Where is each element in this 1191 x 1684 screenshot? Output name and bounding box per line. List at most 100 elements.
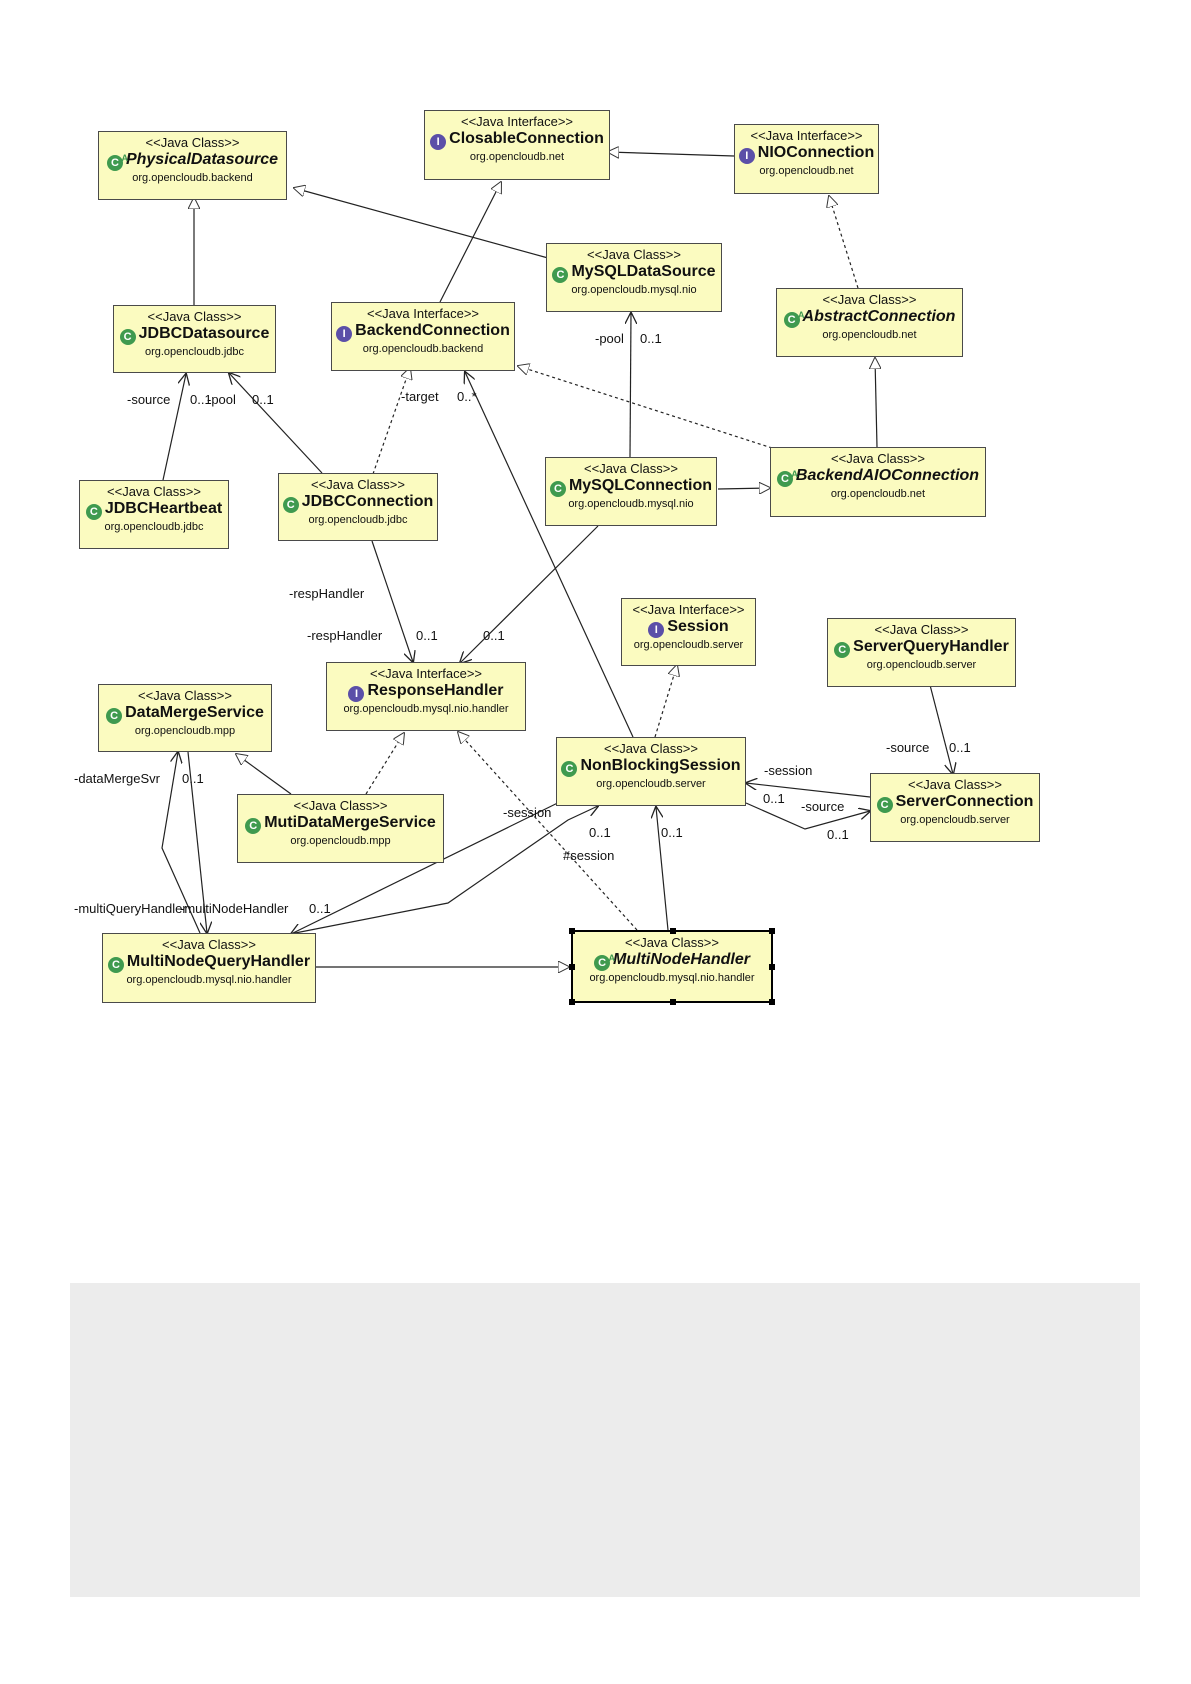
edge-jdbcconnection-backendconnection <box>372 368 410 475</box>
role-label-multiqueryhandler: -multiQueryHandler <box>74 901 187 916</box>
edge-backendaio-backendconnection <box>518 366 773 449</box>
package-label: org.opencloudb.mysql.nio <box>571 284 697 296</box>
edge-nioconnection-closableconnection <box>608 152 735 156</box>
package-label: org.opencloudb.jdbc <box>308 514 408 526</box>
relationship-lines <box>161 0 1191 1050</box>
selection-handle[interactable] <box>769 999 775 1005</box>
interface-icon: I <box>738 148 755 164</box>
edge-abstractconnection-nioconnection <box>829 196 859 289</box>
multiplicity-label: 0..1 <box>661 825 683 840</box>
stereotype-label: <<Java Interface>> <box>369 666 483 681</box>
interface-icon: I <box>336 326 353 342</box>
stereotype-label: <<Java Class>> <box>874 622 969 637</box>
stereotype-label: <<Java Interface>> <box>366 306 480 321</box>
class-name: NonBlockingSession <box>580 757 741 774</box>
edge-backendconnection-closableconnection <box>439 182 501 303</box>
selection-handle[interactable] <box>569 928 575 934</box>
edge-mysqlconnection-mysqldatasource <box>630 313 631 458</box>
class-name: BackendAIOConnection <box>795 467 980 484</box>
stereotype-label: <<Java Class>> <box>822 292 917 307</box>
role-label-hash-session: #session <box>563 848 615 863</box>
stereotype-label: <<Java Class>> <box>587 247 681 262</box>
stereotype-label: <<Java Class>> <box>625 935 719 950</box>
stereotype-label: <<Java Class>> <box>831 451 925 466</box>
class-name: MultiNodeHandler <box>613 951 750 968</box>
package-label: org.opencloudb.server <box>596 778 706 790</box>
multiplicity-label: 0..1 <box>589 825 611 840</box>
multiplicity-label: 0..1 <box>190 392 212 407</box>
package-label: org.opencloudb.mpp <box>134 725 236 737</box>
selection-handle[interactable] <box>769 928 775 934</box>
stereotype-label: <<Java Interface>> <box>750 128 863 143</box>
package-label: org.opencloudb.server <box>633 639 744 651</box>
edge-jdbcconnection-responsehandler <box>371 540 413 662</box>
class-icon: C <box>282 497 299 513</box>
role-label-pool: -pool <box>207 392 236 407</box>
stereotype-label: <<Java Class>> <box>604 741 698 756</box>
role-label-source: -source <box>801 799 845 814</box>
interface-icon: I <box>348 686 365 702</box>
package-label: org.opencloudb.net <box>469 151 565 163</box>
multiplicity-label: 0..1 <box>182 771 204 786</box>
selection-handle[interactable] <box>769 964 775 970</box>
edge-jdbcconnection-jdbcdatasource <box>229 373 323 474</box>
interface-name: Session <box>667 618 729 635</box>
class-name: MySQLConnection <box>568 477 713 494</box>
edge-multinodehandler-nonblocking <box>656 807 669 931</box>
class-icon: C <box>834 642 851 658</box>
class-name: DataMergeService <box>125 704 264 721</box>
selection-handle[interactable] <box>670 999 676 1005</box>
stereotype-label: <<Java Class>> <box>107 484 201 499</box>
multiplicity-label: 0..1 <box>483 628 505 643</box>
stereotype-label: <<Java Class>> <box>147 309 242 324</box>
edge-mutidatamerge-datamerge <box>236 754 292 795</box>
multiplicity-label: 0..1 <box>763 791 785 806</box>
interface-name: ClosableConnection <box>449 130 604 147</box>
edge-datamerge-multinodequery <box>187 751 207 933</box>
class-name: JDBCHeartbeat <box>104 500 223 517</box>
empty-gray-panel <box>70 1283 1140 1597</box>
role-label-resphandler: -respHandler <box>307 628 383 643</box>
role-label-target: -target <box>401 389 439 404</box>
edge-multinodehandler-responsehandler <box>458 732 638 931</box>
stereotype-label: <<Java Class>> <box>145 135 240 150</box>
role-label-resphandler: -respHandler <box>289 586 365 601</box>
edge-serverconnection-nonblocking <box>746 783 871 798</box>
class-icon: C <box>106 708 123 724</box>
stereotype-label: <<Java Class>> <box>162 937 256 952</box>
selection-handle[interactable] <box>569 999 575 1005</box>
package-label: org.opencloudb.jdbc <box>104 521 204 533</box>
edge-backendaio-abstractconnection <box>875 358 877 448</box>
multiplicity-label: 0..1 <box>309 901 331 916</box>
interface-icon: I <box>430 134 447 150</box>
selection-handle[interactable] <box>569 964 575 970</box>
selection-handle[interactable] <box>670 928 676 934</box>
package-label: org.opencloudb.backend <box>362 343 484 355</box>
stereotype-label: <<Java Class>> <box>293 798 388 813</box>
class-name: JDBCDatasource <box>138 325 270 342</box>
interface-name: ResponseHandler <box>367 682 504 699</box>
